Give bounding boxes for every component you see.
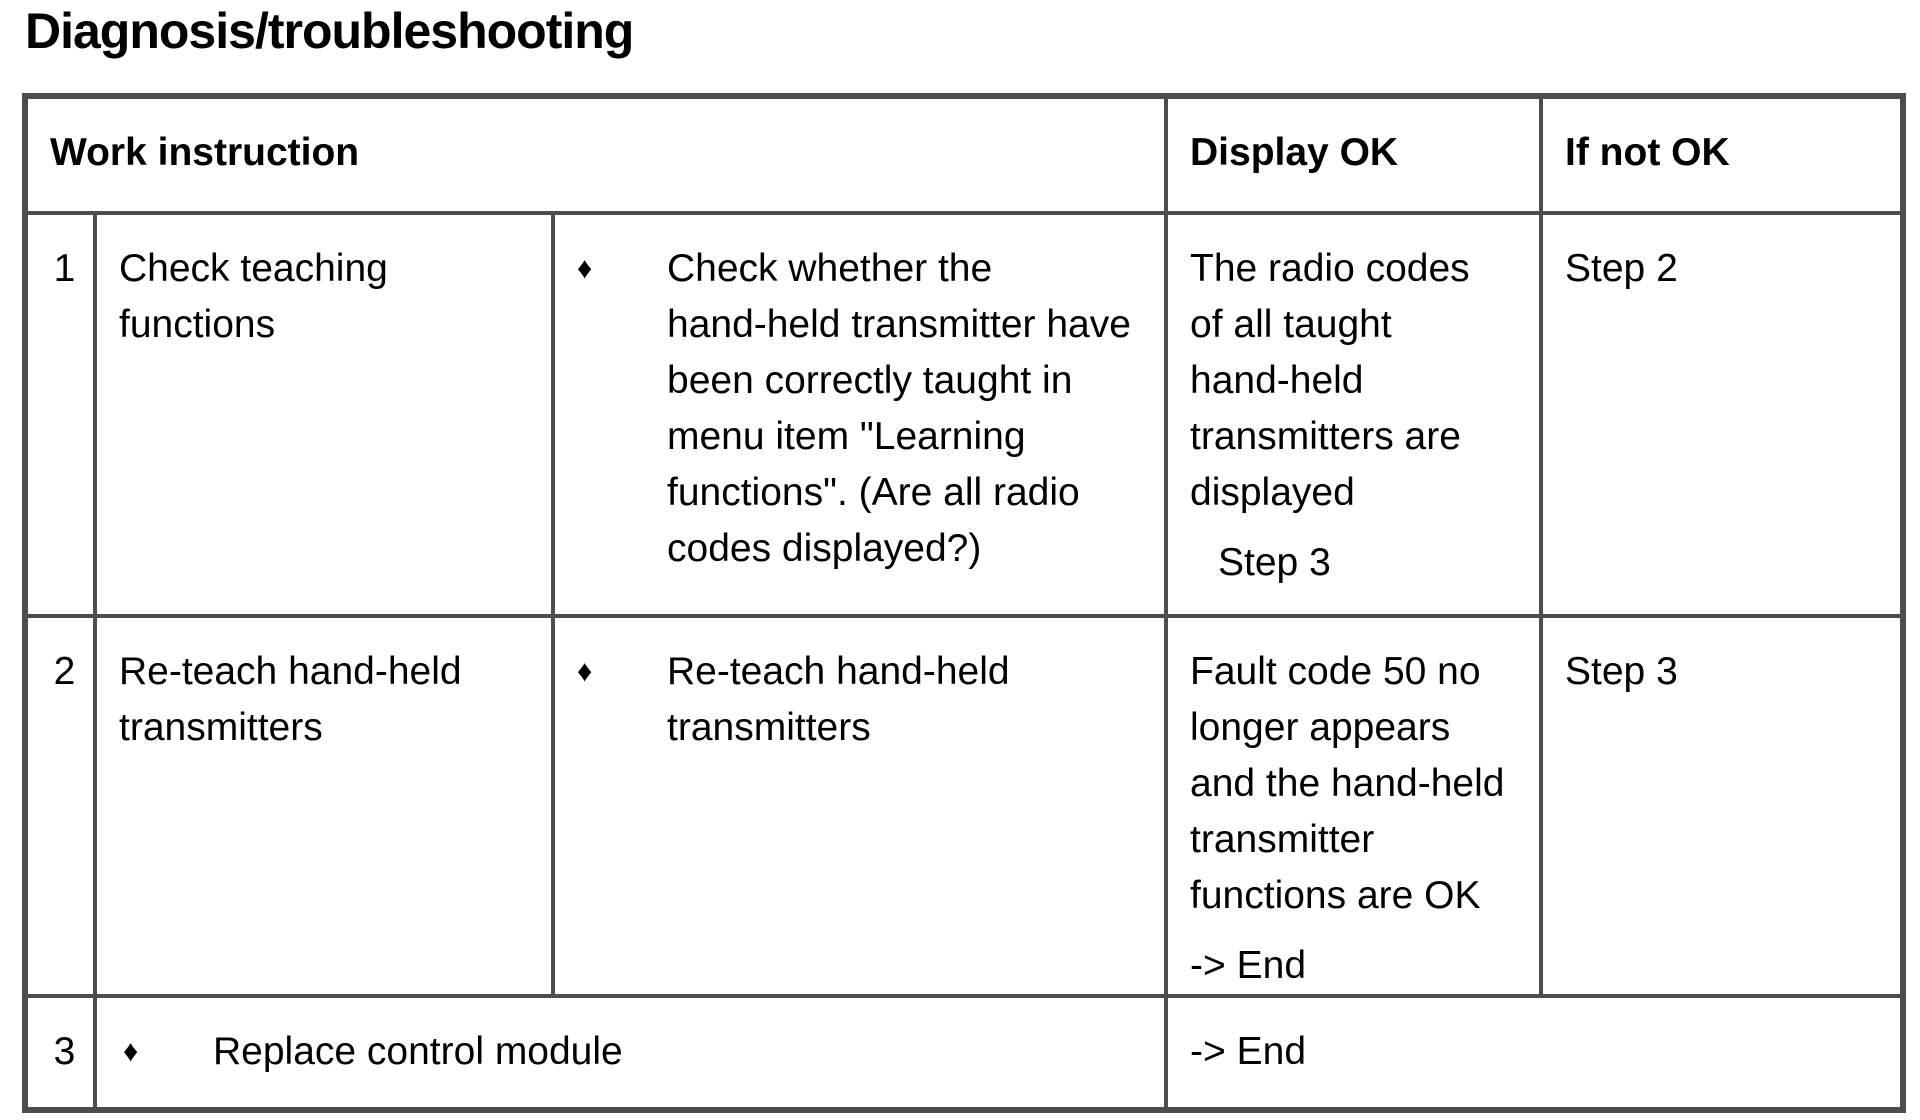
step-number: 2 <box>23 614 97 998</box>
work-instruction-cell: ♦ Check whether the hand-held transmitte… <box>550 211 1169 618</box>
work-instruction-cell: ♦ Replace control module <box>92 994 1169 1112</box>
if-not-ok-cell: Step 2 <box>1539 211 1906 618</box>
step-title: Re-teach hand-held transmitters <box>93 614 555 998</box>
work-instruction-cell: ♦ Re-teach hand-held transmitters <box>550 614 1169 998</box>
col-header-display-ok: Display OK <box>1164 94 1544 215</box>
step-number: 1 <box>23 211 97 618</box>
display-ok-cell: The radio codes of all taught hand-held … <box>1164 211 1544 618</box>
table-row-step-1: 1 Check teaching functions ♦ Check wheth… <box>23 211 1906 618</box>
display-ok-cell: Fault code 50 no longer appears and the … <box>1164 614 1544 998</box>
table-row-step-2: 2 Re-teach hand-held transmitters ♦ Re-t… <box>23 614 1906 998</box>
step-number: 3 <box>23 994 97 1112</box>
instruction-text: Re-teach hand-held transmitters <box>667 650 1010 749</box>
display-ok-step-ref: Step 3 <box>1218 541 1331 584</box>
diagnosis-table: Work instruction Display OK If not OK 1 … <box>22 93 1907 1113</box>
step-title: Check teaching functions <box>93 211 555 618</box>
col-header-work-instruction: Work instruction <box>22 94 1169 215</box>
header-row: Work instruction Display OK If not OK <box>22 94 1906 215</box>
diamond-bullet-icon: ♦ <box>577 252 593 285</box>
instruction-text: Replace control module <box>213 1030 623 1073</box>
if-not-ok-cell: Step 3 <box>1539 614 1906 998</box>
table-row-step-3: 3 ♦ Replace control module -> End <box>23 994 1906 1112</box>
instruction-text: Check whether the hand-held transmitter … <box>667 247 1131 570</box>
col-header-if-not-ok: If not OK <box>1539 94 1906 215</box>
display-ok-text: Fault code 50 no longer appears and the … <box>1190 650 1505 917</box>
diamond-bullet-icon: ♦ <box>577 655 593 688</box>
display-ok-cell: -> End <box>1164 994 1906 1112</box>
display-ok-step-ref: -> End <box>1190 944 1307 987</box>
diamond-bullet-icon: ♦ <box>123 1035 139 1068</box>
page-title: Diagnosis/troubleshooting <box>25 3 634 59</box>
display-ok-text: The radio codes of all taught hand-held … <box>1190 247 1470 514</box>
